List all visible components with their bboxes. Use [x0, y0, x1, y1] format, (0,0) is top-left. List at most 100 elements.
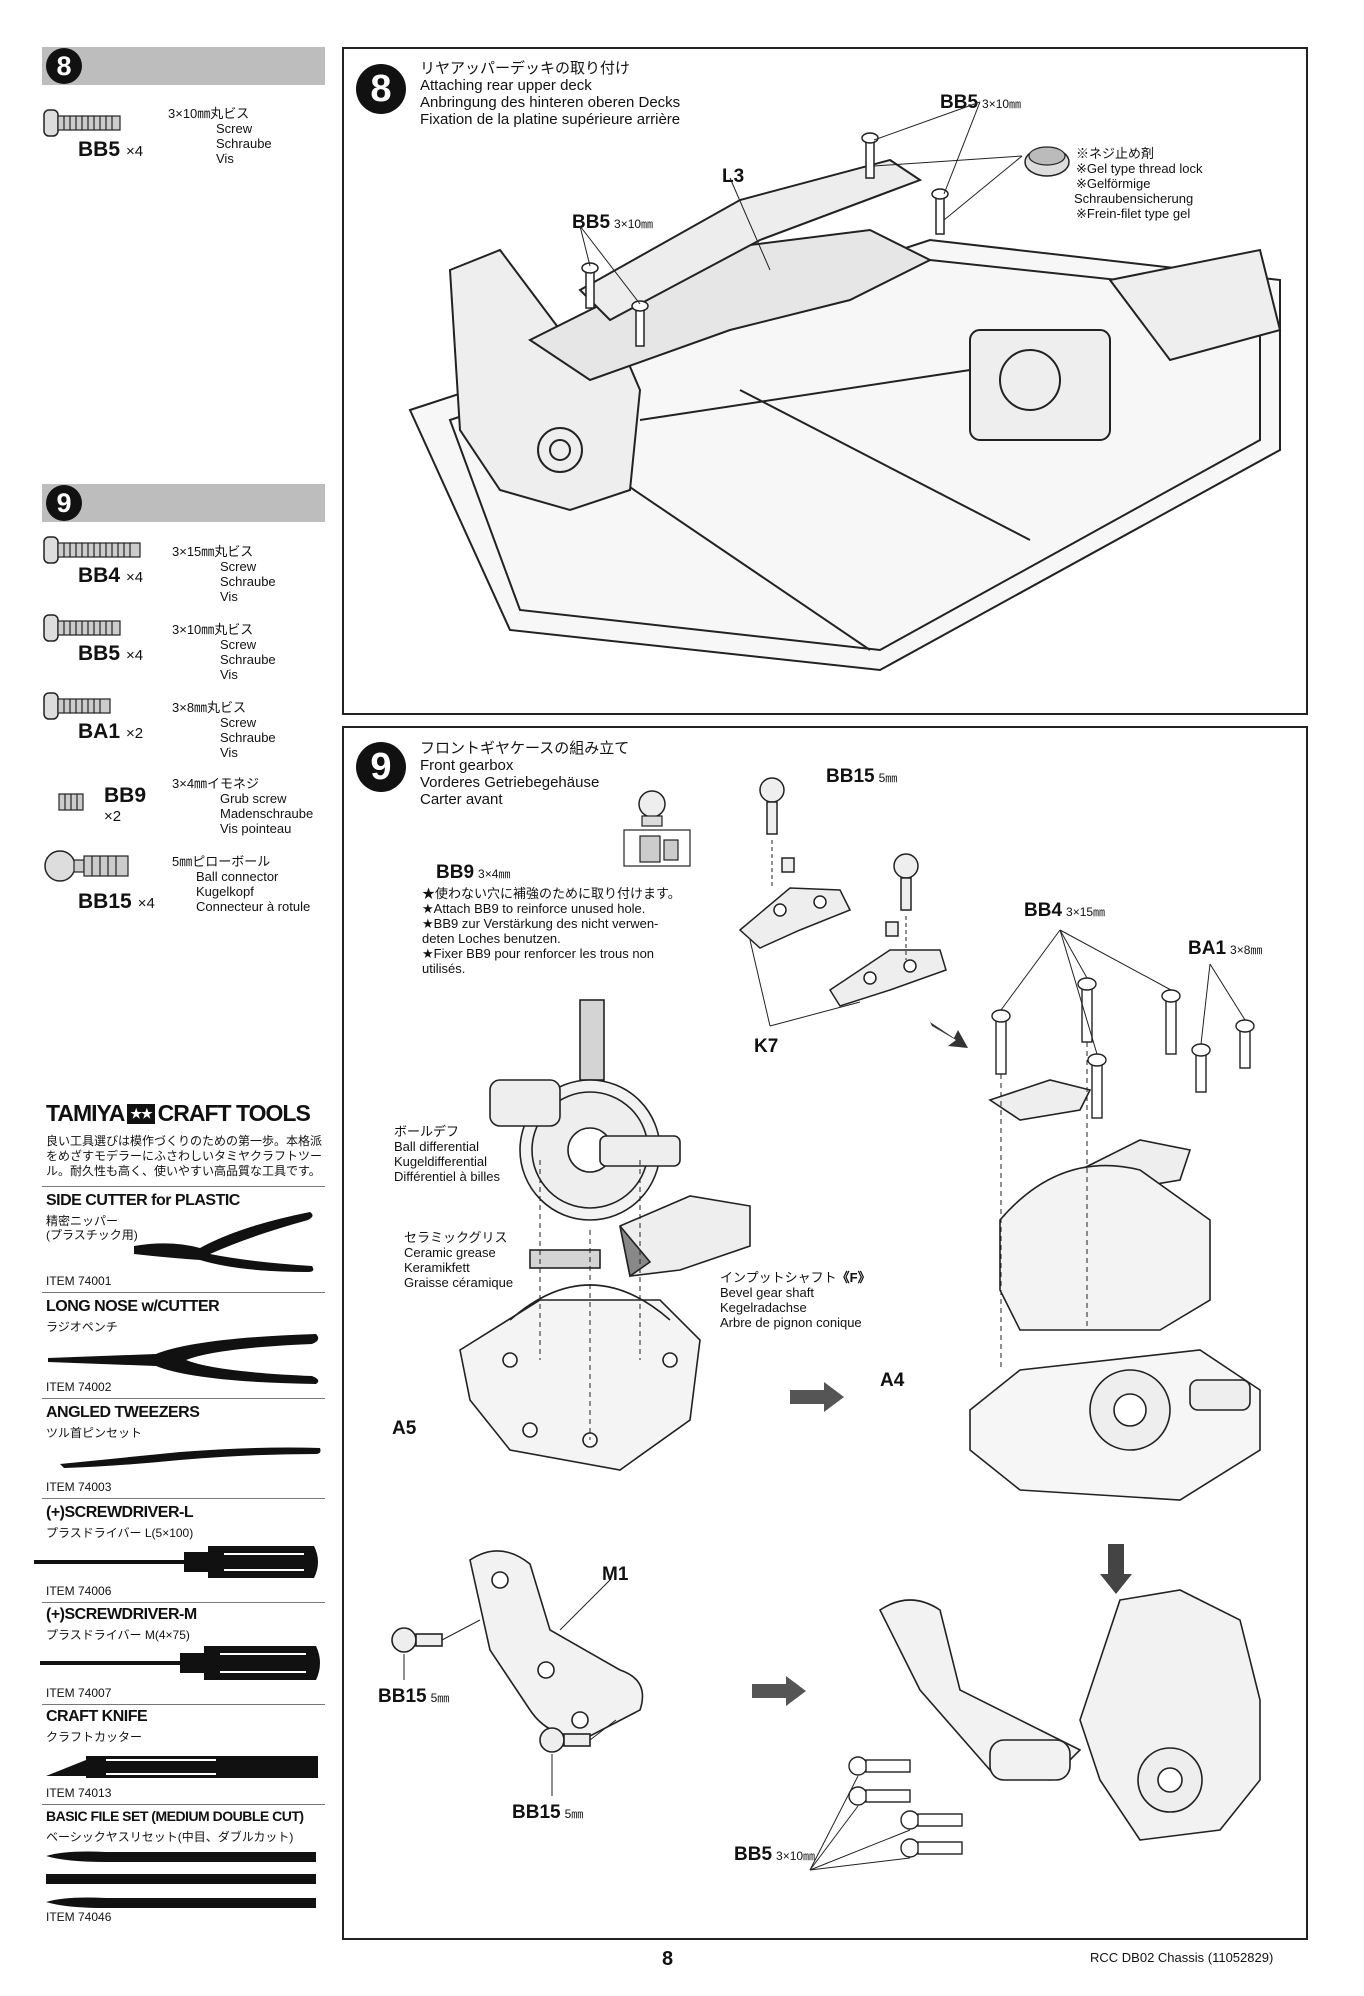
divider: [42, 1602, 325, 1603]
tool-name: ANGLED TWEEZERS: [46, 1404, 200, 1421]
step8-sidebar-number: 8: [46, 48, 82, 84]
part-code: BB9: [104, 784, 147, 807]
tool-item-number: ITEM 74013: [46, 1786, 112, 1800]
gearbox-exploded-diagram: [459, 999, 751, 1471]
tool-name: (+)SCREWDRIVER-M: [46, 1606, 197, 1623]
divider: [42, 1704, 325, 1705]
step8-panel: [342, 47, 1308, 715]
label-a4: A4: [880, 1370, 905, 1391]
step9-sidebar-bar: [42, 484, 325, 522]
screw-bb4-icon: [43, 536, 141, 564]
step8-title: リヤアッパーデッキの取り付け Attaching rear upper deck…: [420, 60, 680, 128]
step8-title-fr: Fixation de la platine supérieure arrièr…: [420, 111, 681, 128]
step9-title-de: Vorderes Getriebegehäuse: [420, 774, 600, 791]
part-description: 3×15㎜丸ビス Screw Schraube Vis: [172, 544, 276, 604]
part-description: 3×10㎜丸ビス Screw Schraube Vis: [172, 622, 276, 682]
step8-title-de: Anbringung des hinteren oberen Decks: [420, 94, 681, 111]
screw-bb5-icon: [43, 614, 121, 642]
divider: [42, 1804, 325, 1805]
tool-name-ja: 精密ニッパー: [46, 1214, 119, 1228]
direction-arrow-icon: [752, 1676, 806, 1706]
step8-title-en: Attaching rear upper deck: [420, 77, 592, 94]
part-code: BB4×4: [78, 564, 144, 587]
tamiya-star-icon: ★★: [127, 1104, 155, 1124]
tool-name-ja: ラジオペンチ: [46, 1320, 118, 1334]
step9-title-fr: Carter avant: [420, 791, 503, 808]
screwdriver-m-icon: [40, 1646, 320, 1680]
tool-name-ja2: (プラスチック用): [46, 1228, 138, 1242]
step9-sidebar-number: 9: [46, 485, 82, 521]
gearbox-assembly-diagram: [969, 929, 1261, 1501]
part-qty: ×2: [104, 808, 122, 825]
tweezers-icon: [60, 1447, 321, 1468]
tool-name-ja: プラスドライバー M(4×75): [46, 1628, 190, 1642]
tool-item-number: ITEM 74002: [46, 1380, 112, 1394]
tool-name-ja: クラフトカッター: [46, 1730, 143, 1744]
tool-item-number: ITEM 74001: [46, 1274, 112, 1288]
m1-arm-diagram: [391, 1550, 644, 1796]
tool-name: BASIC FILE SET (MEDIUM DOUBLE CUT): [46, 1808, 304, 1824]
part-description: 3×8㎜丸ビス Screw Schraube Vis: [172, 700, 276, 760]
tool-name-ja: ベーシックヤスリセット(中目、ダブルカット): [46, 1830, 294, 1844]
tool-name: SIDE CUTTER for PLASTIC: [46, 1192, 240, 1209]
k7-steering-arms-diagram: [738, 777, 947, 1027]
direction-arrow-icon: [930, 1022, 968, 1048]
final-assembly-diagram: [809, 1589, 1261, 1871]
label-a5: A5: [392, 1418, 417, 1439]
craft-tools-intro: 良い工具選びは模作づくりのための第一歩。本格派をめざすモデラーにふさわしいタミヤ…: [46, 1134, 323, 1178]
part-code: BB15×4: [78, 890, 155, 913]
part-code: BB5×4: [78, 138, 144, 161]
file-set-icon: [46, 1851, 316, 1908]
grub-screw-in-ball-icon: [623, 790, 691, 867]
model-name: RCC DB02 Chassis (11052829): [1090, 1950, 1274, 1965]
grub-screw-bb9-icon: [58, 793, 84, 811]
divider: [42, 1292, 325, 1293]
part-description: 5㎜ピローボール Ball connector Kugelkopf Connec…: [172, 854, 311, 914]
thread-lock-bottle-icon: [1024, 146, 1070, 177]
label-l3: L3: [722, 166, 745, 187]
step9-title-ja: フロントギヤケースの組み立て: [420, 740, 630, 757]
screwdriver-l-icon: [34, 1546, 318, 1578]
rear-chassis-diagram: [408, 101, 1282, 672]
side-cutter-icon: [134, 1212, 314, 1272]
bevel-shaft-label: インプットシャフト《F》 Bevel gear shaft Kegelradac…: [720, 1270, 871, 1330]
divider: [42, 1498, 325, 1499]
tool-name: (+)SCREWDRIVER-L: [46, 1504, 194, 1521]
divider: [42, 1186, 325, 1187]
craft-tools-logo: TAMIYA★★CRAFT TOOLS: [46, 1100, 311, 1126]
tool-item-number: ITEM 74006: [46, 1584, 112, 1598]
step9-number: 9: [356, 742, 406, 792]
tool-name-ja: プラスドライバー L(5×100): [46, 1526, 194, 1540]
direction-arrow-icon: [790, 1382, 844, 1412]
tool-item-number: ITEM 74007: [46, 1686, 112, 1700]
ball-connector-bb15-icon: [44, 850, 129, 882]
long-nose-pliers-icon: [48, 1334, 319, 1384]
bb9-note: ★使わない穴に補強のために取り付けます。 ★Attach BB9 to rein…: [422, 886, 681, 976]
part-code: BA1×2: [78, 720, 144, 743]
thread-lock-note: ※ネジ止め剤 ※Gel type thread lock ※Gelförmige…: [1074, 146, 1203, 221]
label-m1: M1: [602, 1564, 629, 1585]
step8-sidebar-bar: [42, 47, 325, 85]
step8-number: 8: [356, 64, 406, 114]
ceramic-grease-label: セラミックグリス Ceramic grease Keramikfett Grai…: [404, 1230, 514, 1290]
step9-panel: [342, 726, 1308, 1940]
page-number: 8: [662, 1948, 674, 1970]
part-description: 3×10㎜丸ビス Screw Schraube Vis: [168, 106, 272, 166]
divider: [42, 1398, 325, 1399]
step9-title: フロントギヤケースの組み立て Front gearbox Vorderes Ge…: [420, 740, 629, 808]
part-description: 3×4㎜イモネジ Grub screw Madenschraube Vis po…: [172, 776, 314, 836]
step8-title-ja: リヤアッパーデッキの取り付け: [420, 60, 631, 77]
label-k7: K7: [754, 1036, 779, 1057]
direction-arrow-icon: [1100, 1544, 1132, 1594]
ball-diff-label: ボールデフ Ball differential Kugeldifferentia…: [394, 1124, 500, 1184]
part-code: BB5×4: [78, 642, 144, 665]
screw-ba1-icon: [43, 692, 111, 720]
craft-knife-icon: [46, 1756, 318, 1778]
